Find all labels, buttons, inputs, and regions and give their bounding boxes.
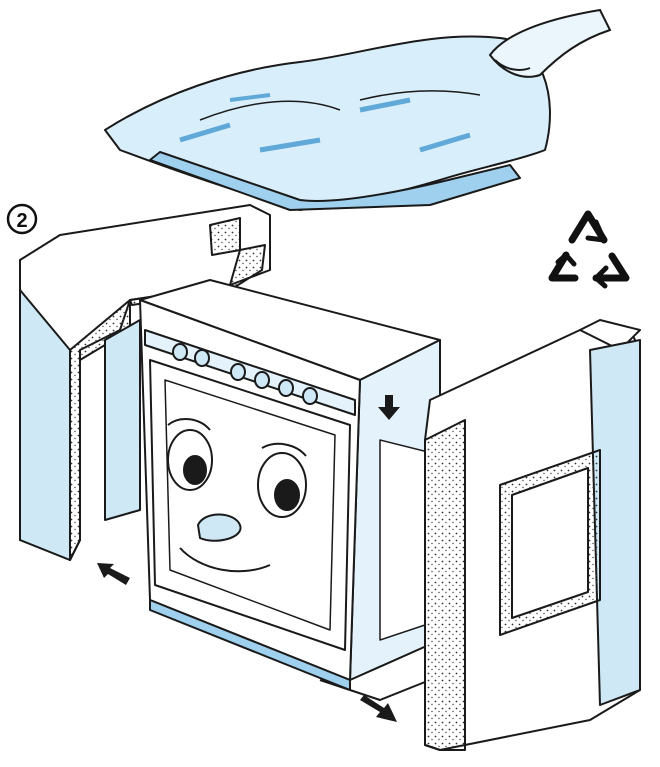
left-foam-packing [19, 204, 271, 561]
right-foam-packing [424, 319, 641, 751]
arrow-down-icon [378, 395, 400, 420]
face-eyes [167, 418, 307, 518]
recycle-icon [548, 210, 630, 289]
control-knobs [172, 343, 318, 405]
face-nose [197, 513, 242, 542]
plastic-bag [104, 35, 551, 211]
face-smile [179, 547, 271, 573]
arrow-right-icon [360, 695, 397, 722]
step-number-badge: 2 [6, 203, 38, 235]
arrow-left-icon [97, 563, 130, 585]
appliance [139, 279, 441, 701]
svg-text:2: 2 [16, 210, 27, 232]
hand-pulling-bag [488, 8, 612, 78]
